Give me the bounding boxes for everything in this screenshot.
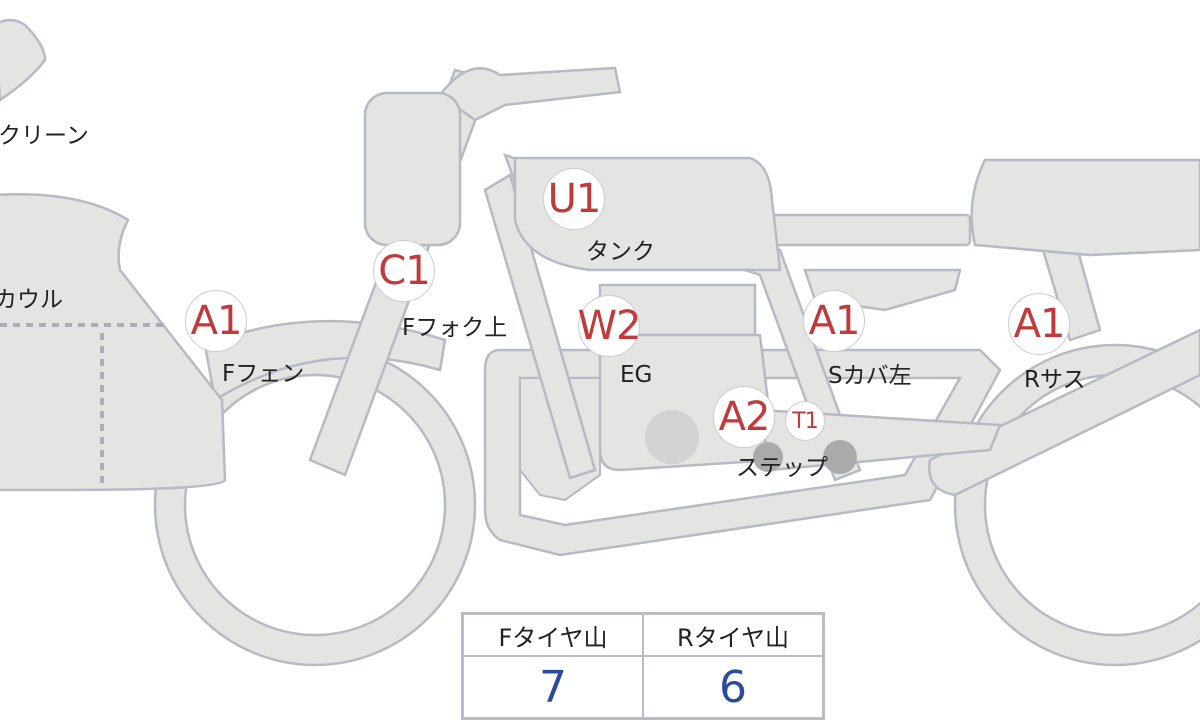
code-badge-front-fork: C1 bbox=[373, 240, 435, 302]
label-tank: タンク bbox=[586, 239, 655, 265]
rear-seat bbox=[970, 158, 1200, 257]
code-badge-engine: W2 bbox=[578, 295, 642, 357]
code-badge-rear-suspension: A1 bbox=[1008, 293, 1070, 355]
label-side-cover-left: Sカバ左 bbox=[828, 363, 912, 389]
step-peg bbox=[823, 440, 857, 474]
swingarm bbox=[928, 328, 1200, 497]
seat bbox=[768, 213, 972, 247]
code-badge-front-fender: A1 bbox=[185, 290, 247, 352]
rear-tire-value: 6 bbox=[642, 655, 825, 720]
code-badge-step: A2 bbox=[713, 386, 775, 448]
label-front-fender: Fフェン bbox=[222, 361, 305, 387]
front-tire-label: Fタイヤ山 bbox=[461, 612, 644, 657]
label-screen: クリーン bbox=[0, 123, 89, 149]
rear-tire-label: Rタイヤ山 bbox=[642, 612, 825, 657]
headlight bbox=[363, 91, 462, 247]
label-engine: EG bbox=[620, 362, 653, 388]
handlebar bbox=[438, 66, 622, 122]
engine-cover bbox=[645, 410, 699, 464]
code-badge-tank: U1 bbox=[543, 168, 605, 230]
front-tire-value: 7 bbox=[461, 655, 644, 720]
label-step: ステップ bbox=[736, 455, 828, 481]
step-peg bbox=[753, 442, 783, 472]
label-front-fork: Fフォク上 bbox=[402, 315, 508, 341]
label-cowl: カウル bbox=[0, 287, 63, 313]
label-rear-suspension: Rサス bbox=[1024, 367, 1086, 393]
code-badge-step-extra: T1 bbox=[785, 401, 825, 441]
tire-tread-table: Fタイヤ山 Rタイヤ山 7 6 bbox=[461, 612, 825, 720]
code-badge-side-cover-left: A1 bbox=[803, 290, 865, 352]
screen bbox=[0, 18, 47, 102]
cowl bbox=[0, 193, 227, 492]
